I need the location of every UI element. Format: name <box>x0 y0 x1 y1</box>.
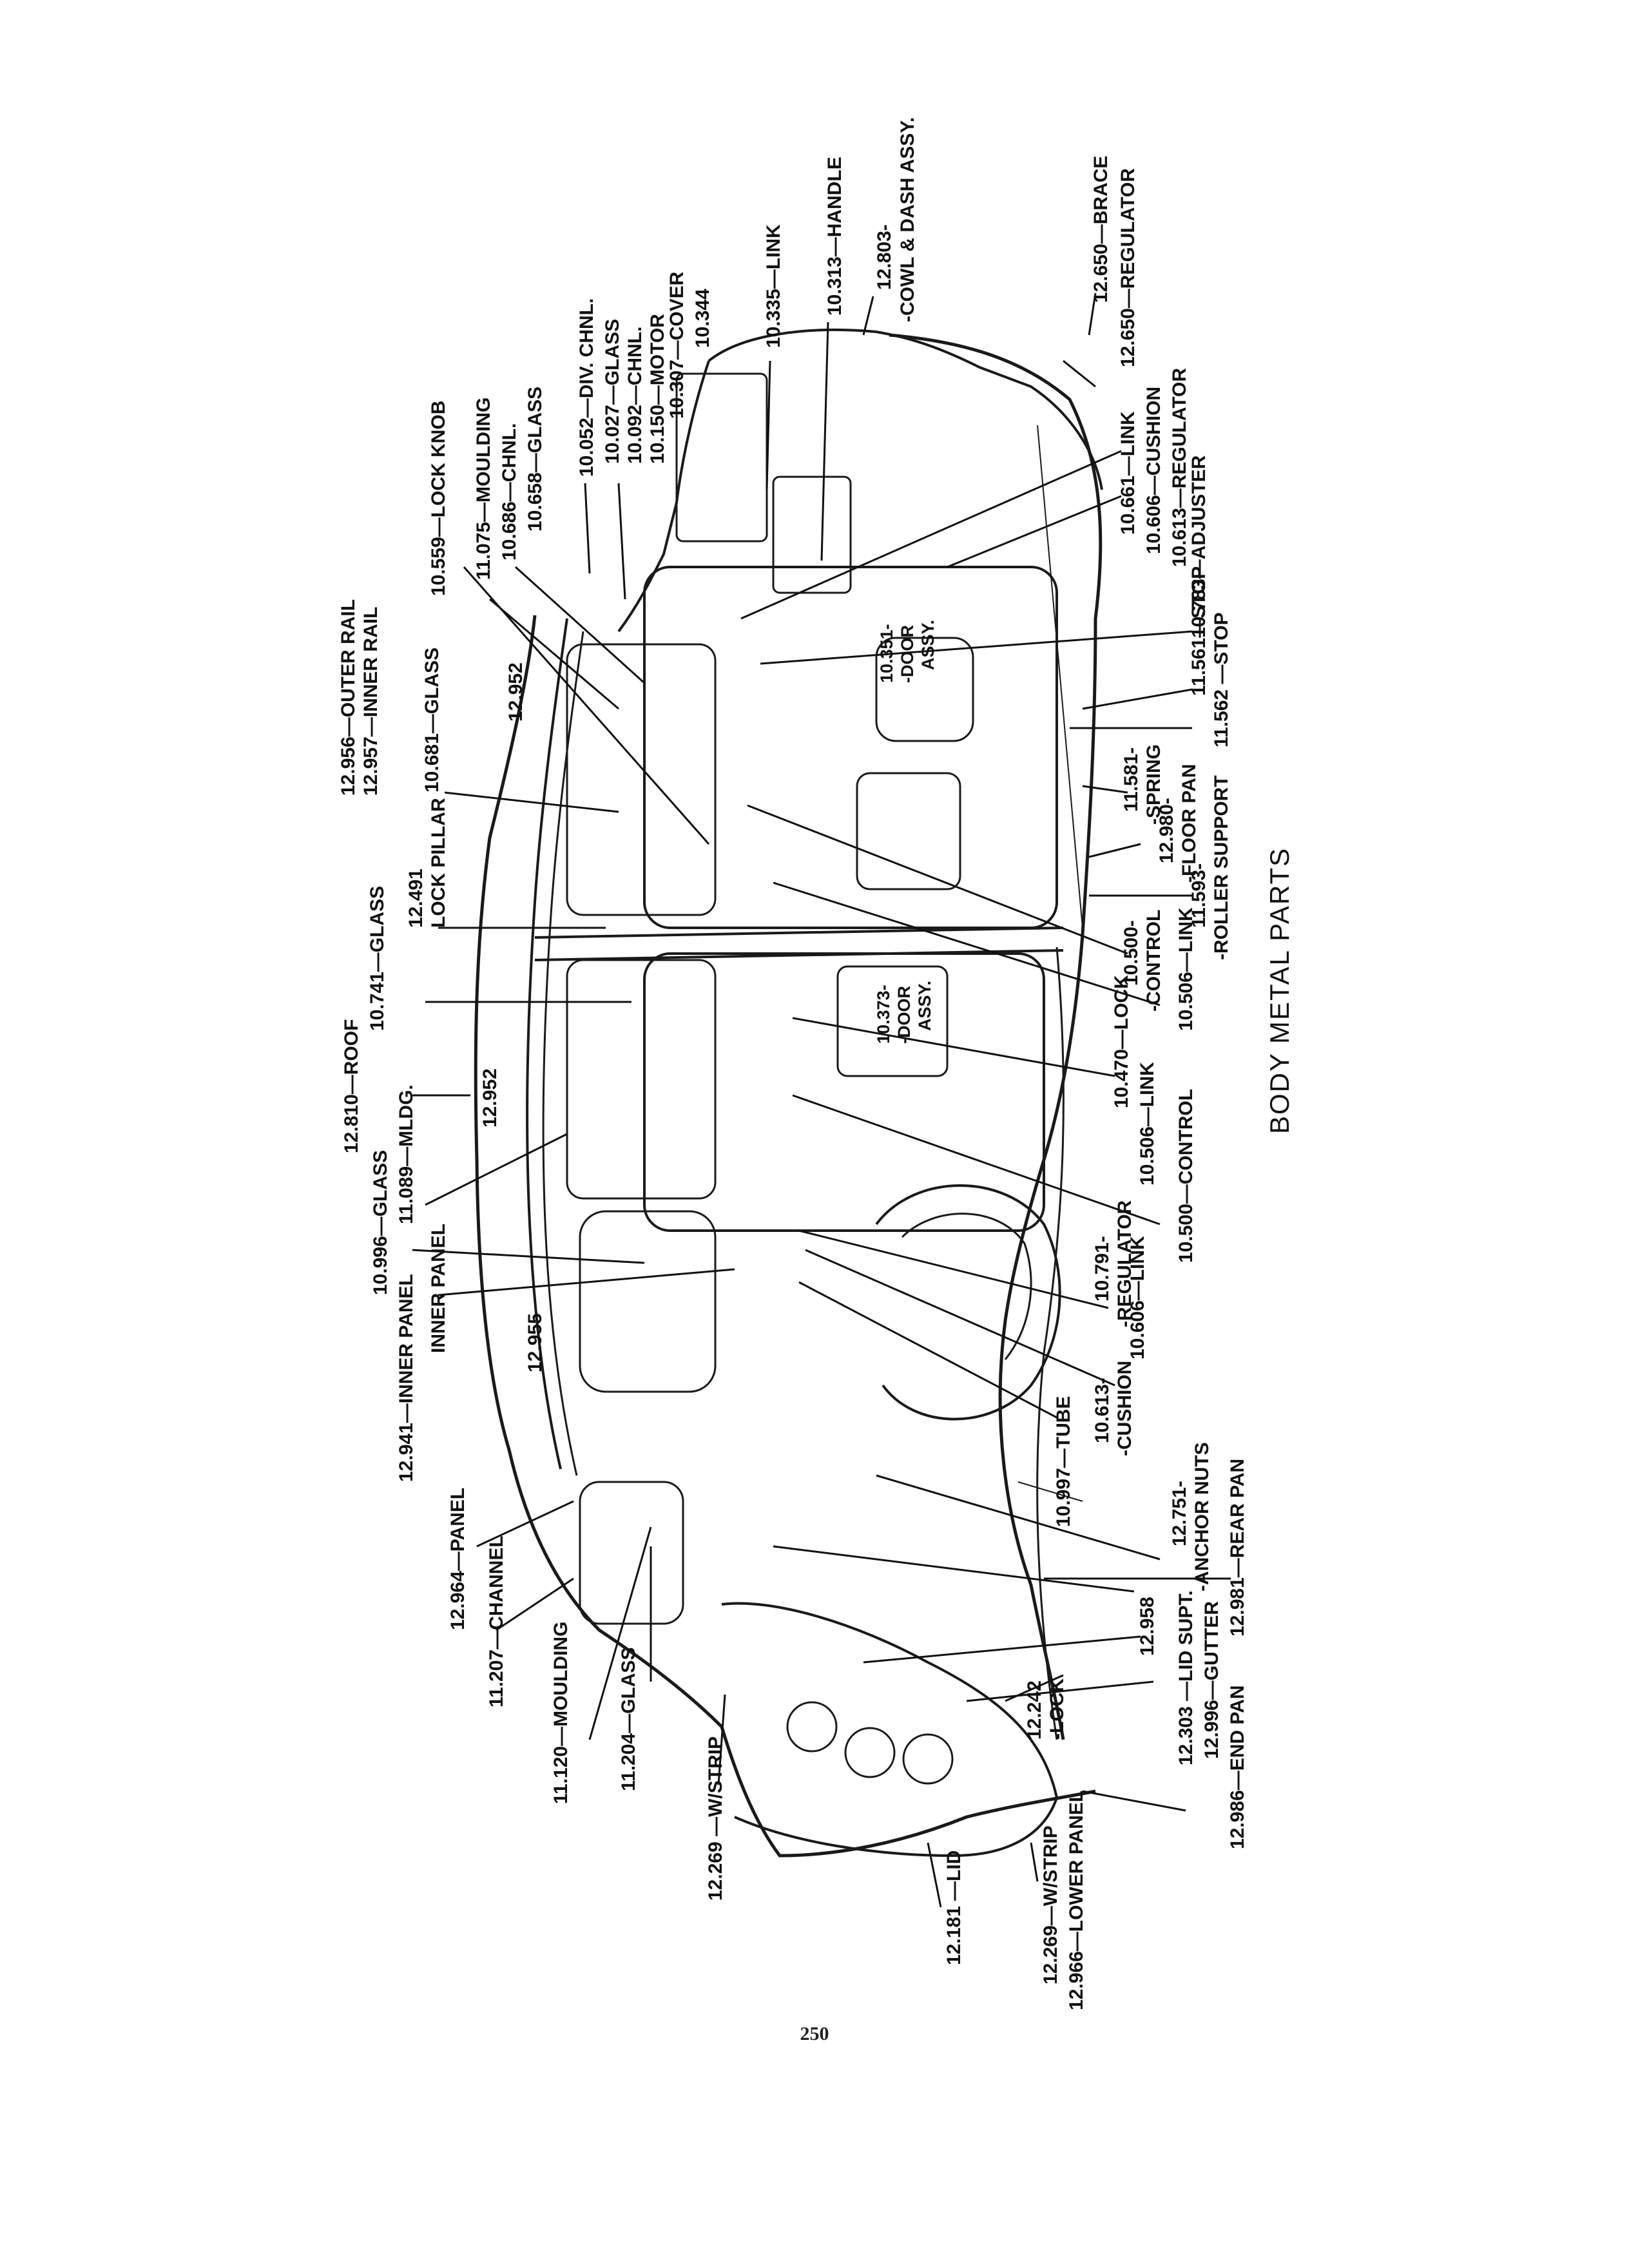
label-cover: 10.307—COVER <box>666 271 688 419</box>
label-stop-11561: 11.561—STOP <box>1188 566 1210 696</box>
label-glass-10741: 10.741—GLASS <box>367 886 388 1031</box>
label-door-10373: -DOOR <box>894 986 914 1044</box>
label-12952-lower: 12.952 <box>479 1068 501 1128</box>
label-regulator-10613: 10.613—REGULATOR <box>1169 368 1190 567</box>
label-outer-rail: 12.956—OUTER RAIL <box>338 599 359 796</box>
label-10373: 10.373- <box>874 985 893 1044</box>
label-floor-pan: -FLOOR PAN <box>1179 764 1200 883</box>
label-channel-11207: 11.207—CHANNEL <box>486 1535 507 1707</box>
label-glass-10681: 10.681—GLASS <box>421 648 443 793</box>
label-lock-10470: 10.470—LOCK <box>1111 975 1132 1108</box>
label-roller-support: -ROLLER SUPPORT <box>1211 775 1232 960</box>
label-link-10506-b: 10.506—LINK <box>1137 1062 1158 1186</box>
diagram-title: BODY METAL PARTS <box>1264 847 1295 1134</box>
label-moulding-11120: 11.120—MOULDING <box>550 1622 572 1804</box>
label-10344: 10.344 <box>692 289 713 348</box>
label-panel-12964: 12.964—PANEL <box>447 1488 468 1630</box>
label-glass-10996: 10.996—GLASS <box>370 1150 391 1295</box>
label-12751: 12.751- <box>1169 1481 1190 1546</box>
label-control-10500-b: 10.500—CONTROL <box>1175 1089 1197 1263</box>
label-cowl-dash-num: 12.803- <box>874 224 895 290</box>
label-glass-10658: 10.658—GLASS <box>525 387 546 532</box>
label-glass-10027: 10.027—GLASS <box>602 319 623 464</box>
label-wstrip-upper: 12.269 —W/STRIP <box>705 1736 726 1901</box>
label-assy-10351: ASSY. <box>918 620 938 670</box>
label-11593: 11.593- <box>1188 863 1210 928</box>
label-inner-panel-small: INNER PANEL <box>428 1224 449 1353</box>
label-chnl-10092: 10.092—CHNL. <box>624 327 646 464</box>
label-12952-upper: 12.952 <box>505 662 526 722</box>
label-rear-pan: 12.981—REAR PAN <box>1227 1459 1248 1637</box>
label-stop-11562: 11.562 —STOP <box>1211 612 1232 747</box>
label-chnl-10686: 10.686—CHNL. <box>499 423 520 561</box>
page-number: 250 <box>800 2023 829 2044</box>
label-lower-panel: 12.966—LOWER PANEL <box>1066 1791 1087 2010</box>
label-10791: 10.791- <box>1092 1236 1113 1302</box>
car-body-drawing <box>474 329 1103 1858</box>
label-10613-cushion-num: 10.613- <box>1092 1378 1113 1443</box>
label-link-10606: 10.606—LINK <box>1127 1236 1148 1360</box>
label-motor: 10.150—MOTOR <box>647 314 668 464</box>
label-10351: 10.351- <box>877 624 896 683</box>
label-cowl-dash: -COWL & DASH ASSY. <box>897 117 918 322</box>
label-assy-10373: ASSY. <box>915 981 934 1031</box>
label-glass-11204: 11.204—GLASS <box>618 1648 639 1791</box>
label-spring: -SPRING <box>1143 744 1164 825</box>
label-link-10661: 10.661—LINK <box>1117 411 1139 535</box>
label-moulding-11075: 11.075—MOULDING <box>473 398 494 580</box>
label-regulator-top: 12.650—REGULATOR <box>1117 168 1139 367</box>
label-inner-rail: 12.957—INNER RAIL <box>360 607 381 796</box>
label-anchor-nuts: -ANCHOR NUTS <box>1191 1442 1213 1591</box>
label-lock-12242: -LOCK <box>1046 1678 1068 1740</box>
label-brace: 12.650—BRACE <box>1090 156 1112 303</box>
label-lid: 12.181 —LID <box>943 1850 965 1965</box>
label-link-10335: 10.335—LINK <box>763 224 784 348</box>
label-cushion-10606: 10.606—CUSHION <box>1143 387 1164 554</box>
label-gutter: 12.996—GUTTER <box>1201 1601 1222 1759</box>
label-adjuster: 10.783—ADJUSTER <box>1188 455 1210 638</box>
label-12491: 12.491 <box>405 869 427 928</box>
label-link-10506-a: 10.506—LINK <box>1175 907 1197 1031</box>
label-lid-supt: 12.303 —LID SUPT. <box>1175 1590 1197 1765</box>
label-end-pan: 12.986—END PAN <box>1227 1685 1248 1849</box>
label-11581: 11.581- <box>1121 747 1142 812</box>
label-div-chnl: 10.052—DIV. CHNL. <box>576 298 597 477</box>
label-door-10351: -DOOR <box>898 625 917 683</box>
label-cushion-10613: -CUSHION <box>1114 1361 1135 1456</box>
label-wstrip-lower: 12.269—W/STRIP <box>1040 1825 1061 1984</box>
label-12980: 12.980- <box>1156 798 1177 863</box>
labels: 12.650—BRACE 12.803- -COWL & DASH ASSY. … <box>338 117 1248 2010</box>
label-10500-a: 10.500- <box>1121 920 1142 986</box>
label-handle: 10.313—HANDLE <box>824 157 845 316</box>
label-regulator-10791: -REGULATOR <box>1114 1200 1135 1327</box>
label-12242: 12.242 <box>1024 1680 1045 1740</box>
label-inner-panel-12941: 12.941—INNER PANEL <box>396 1274 417 1482</box>
label-roof: 12.810—ROOF <box>341 1019 362 1153</box>
label-control-10500-a: -CONTROL <box>1143 910 1164 1012</box>
label-tube: 10.997—TUBE <box>1053 1396 1074 1527</box>
leader-lines <box>412 293 1231 1908</box>
label-mldg-11089: 11.089—MLDG. <box>396 1084 417 1224</box>
label-lock-pillar: LOCK PILLAR <box>428 798 449 928</box>
label-12955: 12.955 <box>525 1313 546 1372</box>
label-lock-knob: 10.559—LOCK KNOB <box>428 401 449 596</box>
label-12958: 12.958 <box>1137 1597 1158 1656</box>
